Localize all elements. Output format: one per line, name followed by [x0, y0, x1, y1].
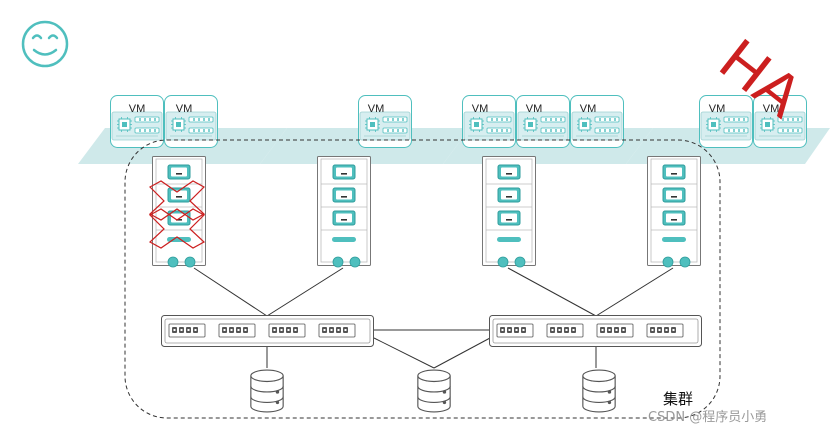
vm-label: VM	[763, 103, 780, 115]
vm-label: VM	[176, 103, 193, 115]
switch-left	[161, 315, 374, 347]
vm-card: VM	[358, 95, 412, 148]
vm-card: VM	[699, 95, 753, 148]
vm-card: VM	[110, 95, 164, 148]
vm-group-1: VM VM	[110, 95, 218, 148]
host-4	[647, 156, 701, 268]
vm-group-2: VM	[358, 95, 412, 148]
failure-cross-icon	[148, 180, 206, 249]
vm-group-3: VM VM VM	[462, 95, 624, 148]
vm-card: VM	[753, 95, 807, 148]
vm-card: VM	[516, 95, 570, 148]
vm-label: VM	[526, 103, 543, 115]
link-host3-switch	[507, 267, 597, 317]
vm-label: VM	[580, 103, 597, 115]
smiley-icon	[21, 20, 69, 68]
vm-label: VM	[472, 103, 489, 115]
storage-3	[582, 369, 616, 413]
cluster-boundary	[124, 139, 721, 419]
network-links	[193, 267, 674, 369]
link-host2-switch	[266, 267, 344, 317]
host-3	[482, 156, 536, 268]
host-2	[317, 156, 371, 268]
vm-label: VM	[129, 103, 146, 115]
host-1	[148, 156, 206, 268]
link-switch-right-storage-center	[433, 337, 491, 369]
watermark: CSDN @程序员小勇	[648, 410, 767, 425]
vm-label: VM	[709, 103, 726, 115]
vm-label: VM	[368, 103, 385, 115]
link-host4-switch	[595, 267, 674, 317]
vm-card: VM	[164, 95, 218, 148]
storage-2	[417, 369, 451, 413]
link-switch-left-storage-center	[373, 337, 435, 369]
vm-group-4: VM VM	[699, 95, 807, 148]
storage-1	[250, 369, 284, 413]
vm-card: VM	[570, 95, 624, 148]
vm-card: VM	[462, 95, 516, 148]
switch-right	[489, 315, 702, 347]
link-host1-switch	[193, 267, 268, 317]
cluster-label: 集群	[663, 390, 693, 408]
